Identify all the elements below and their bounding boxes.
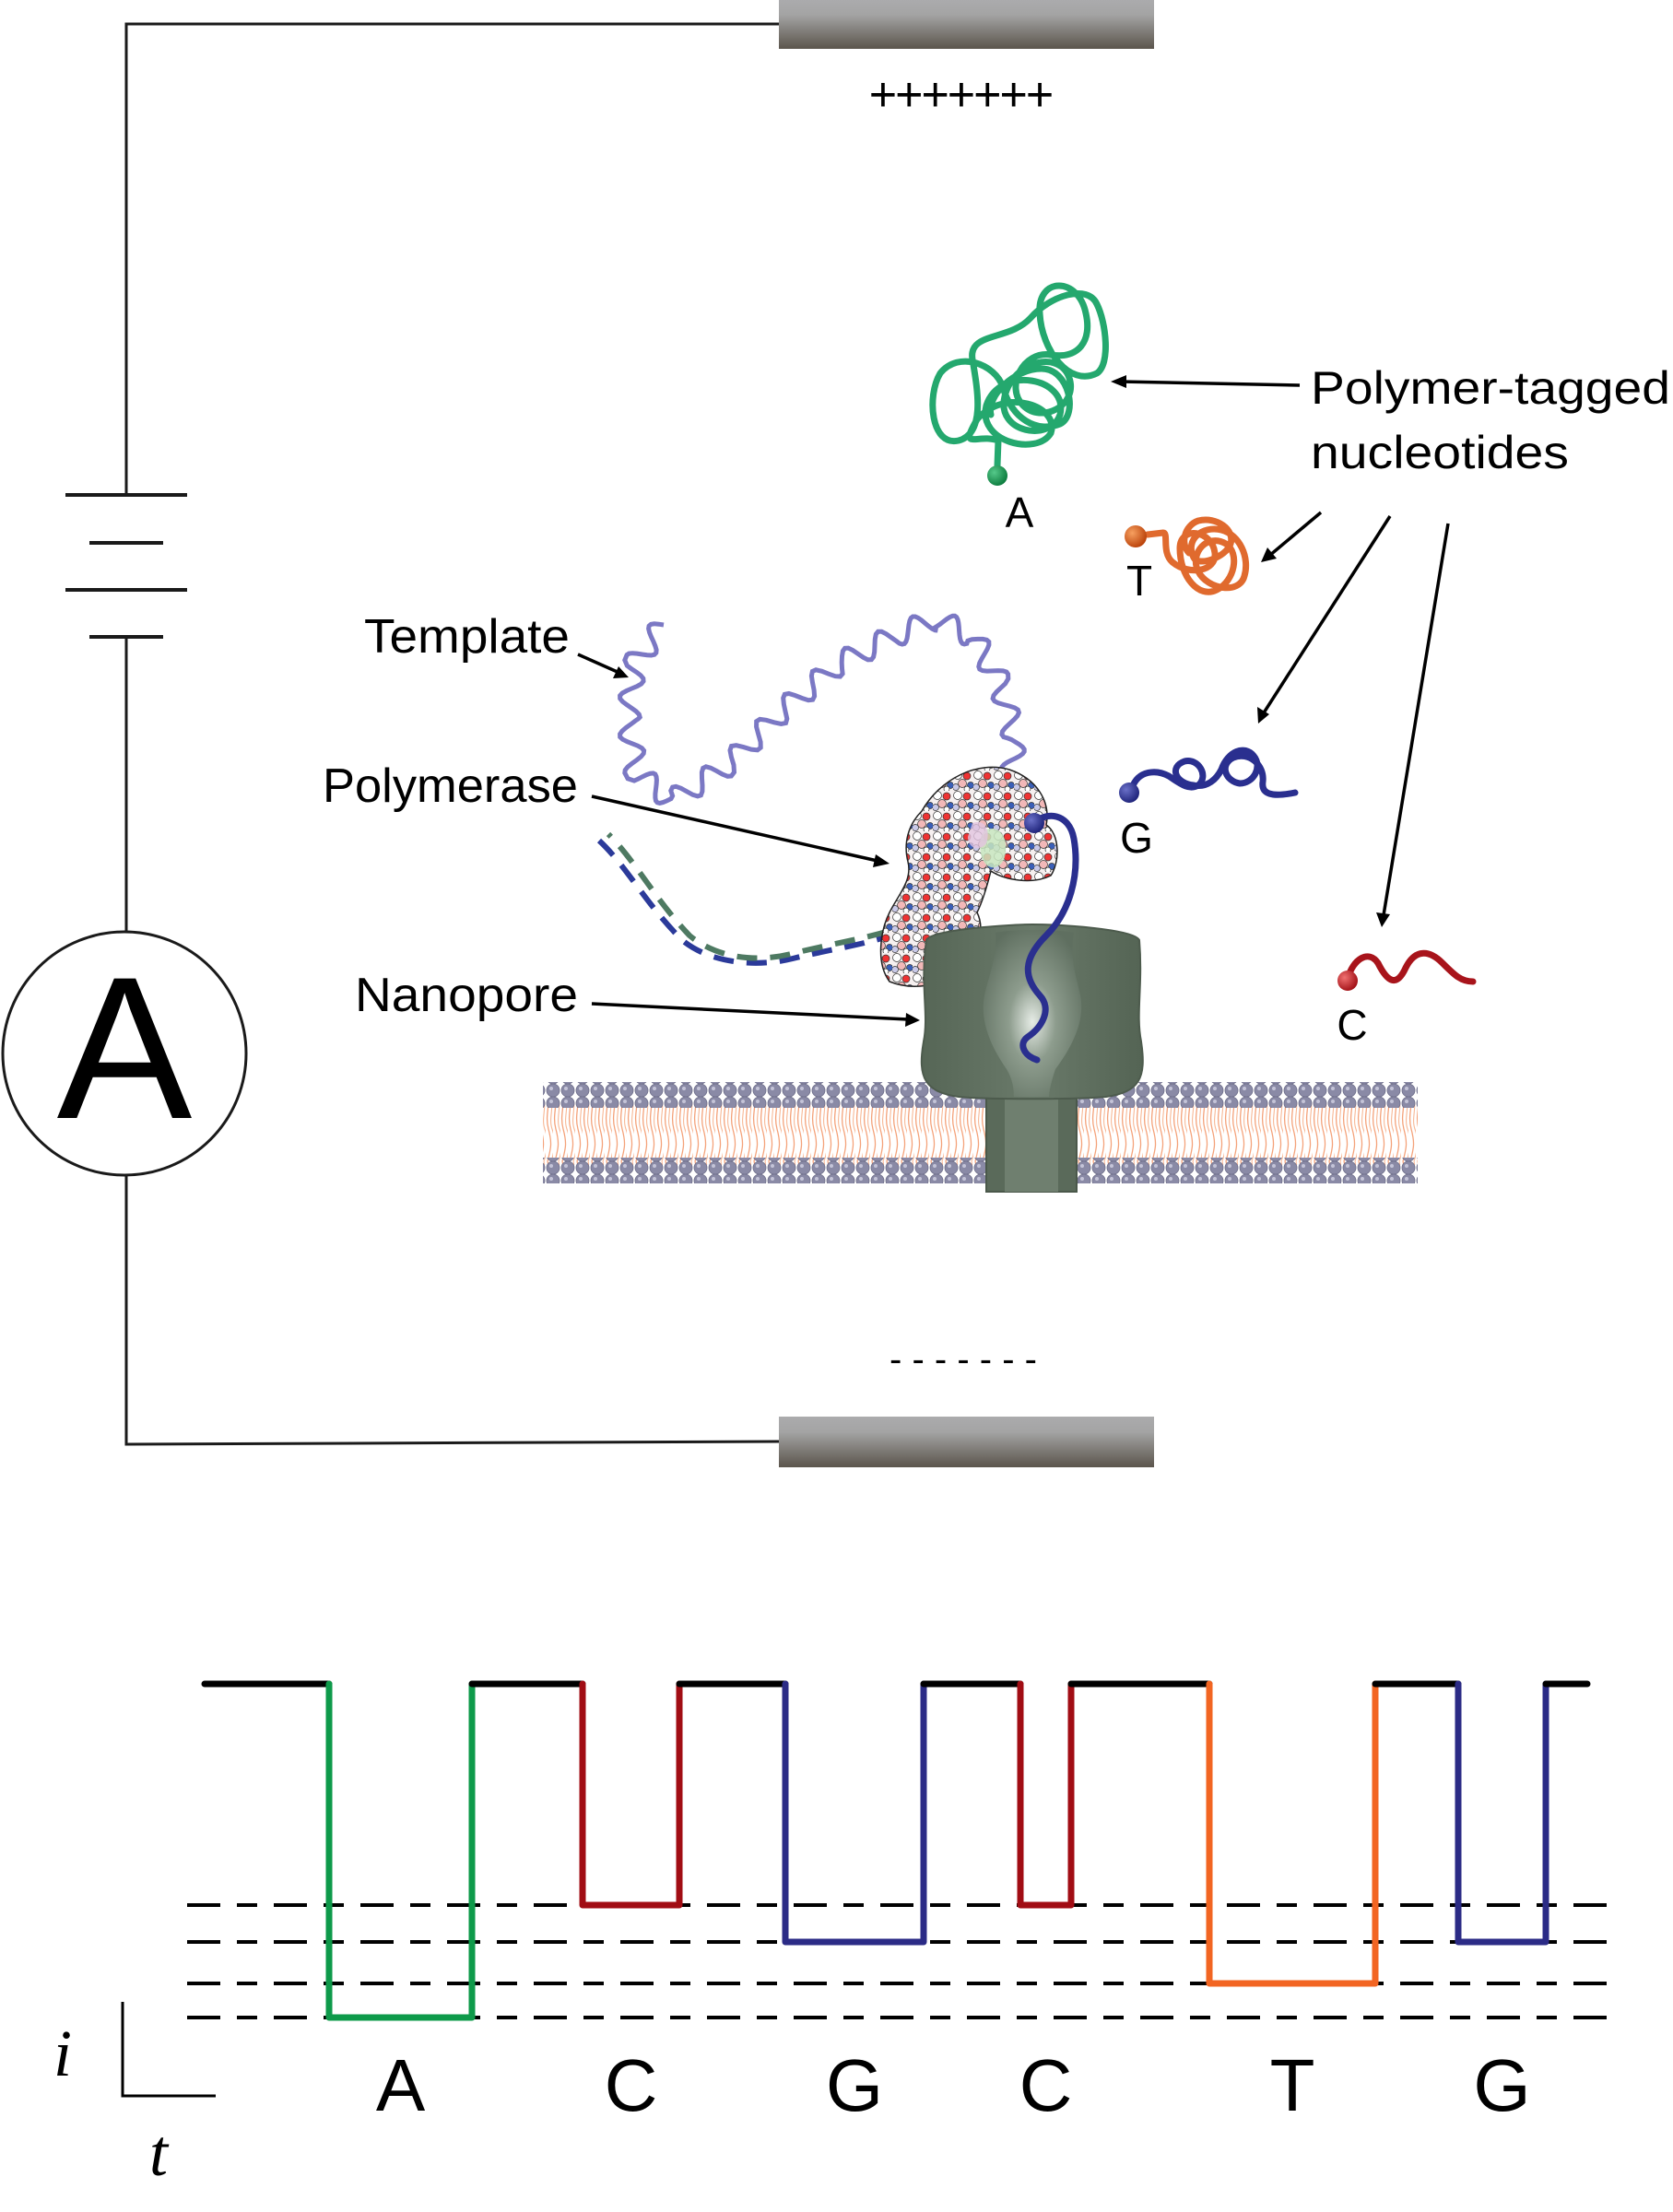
event-base-label: T [1270, 2044, 1315, 2126]
arrow-to-a [1111, 375, 1301, 388]
nanopore-label: Nanopore [355, 969, 578, 1022]
event-base-label: C [1019, 2044, 1073, 2126]
positive-charge-label: +++++++ [869, 68, 1053, 122]
wire-bottom [124, 1175, 780, 1446]
polymer-tag-c [1344, 949, 1477, 985]
negative-electrode [779, 1417, 1154, 1467]
nucleotide-bead-c [1337, 971, 1358, 991]
blockade-event-c [579, 1680, 683, 1909]
tagged-nucleotides-callout: Polymer-tagged nucleotides [1111, 362, 1670, 927]
blockade-event-g [1455, 1680, 1549, 1946]
tagged-nucleotides-label-line1: Polymer-tagged [1311, 362, 1670, 414]
positive-electrode [779, 0, 1154, 49]
y-axis-label: i [53, 2017, 72, 2090]
template-arrow [577, 653, 629, 678]
tagged-nucleotide-g: G [1119, 747, 1299, 862]
event-base-label: A [376, 2044, 426, 2126]
circuit: +++++++ A - - - - - - - [1, 0, 1154, 1467]
ammeter-icon: A [1, 930, 248, 1177]
template-strand [618, 613, 1027, 806]
arrow-to-t [1261, 511, 1323, 562]
arrow-to-g [1257, 515, 1392, 724]
blockade-event-t [1206, 1680, 1379, 1987]
nanopore [920, 923, 1144, 1193]
negative-charge-label: - - - - - - - [890, 1339, 1037, 1380]
lipid-membrane [543, 1082, 1418, 1183]
nucleotide-label-a: A [1006, 488, 1034, 536]
template-label: Template [364, 610, 570, 664]
axis-lines [121, 2002, 216, 2098]
captured-tag [1019, 812, 1079, 1064]
event-base-label: C [605, 2044, 658, 2126]
polymerase-label: Polymerase [323, 759, 578, 813]
dna-duplex [596, 831, 902, 966]
event-base-label: G [1473, 2044, 1530, 2126]
nucleotide-label-t: T [1126, 557, 1152, 605]
nucleotide-bead-t [1125, 525, 1147, 547]
tagged-nucleotide-t: T [1125, 516, 1250, 605]
polymer-tag-a [929, 282, 1109, 469]
battery-icon [65, 493, 187, 639]
component-callouts: Template Polymerase Nanopore [323, 610, 920, 1027]
event-base-label: G [826, 2044, 883, 2126]
wire-top [124, 22, 779, 495]
nucleotide-bead-g [1119, 782, 1139, 803]
polymerase-arrow [591, 794, 890, 867]
blockade-event-g [782, 1680, 927, 1946]
nucleotide-label-g: G [1120, 814, 1153, 862]
tagged-nucleotide-c: C [1337, 949, 1477, 1049]
axis-indicator: i t [53, 2002, 216, 2190]
blockade-event-a [325, 1680, 476, 2021]
tagged-nucleotides-label-line2: nucleotides [1311, 427, 1569, 478]
nucleotide-bead-a [987, 465, 1007, 486]
nanopore-arrow [591, 1002, 920, 1027]
blockade-event-c [1017, 1680, 1075, 1909]
arrow-to-c [1376, 523, 1450, 927]
polymerase [879, 766, 1058, 987]
polymer-tag-g [1128, 747, 1299, 798]
x-axis-label: t [149, 2116, 170, 2190]
ammeter-symbol: A [57, 935, 193, 1161]
polymer-tag-t [1144, 516, 1250, 595]
nucleotide-label-c: C [1337, 1001, 1367, 1049]
tagged-nucleotide-a: A [929, 282, 1109, 536]
